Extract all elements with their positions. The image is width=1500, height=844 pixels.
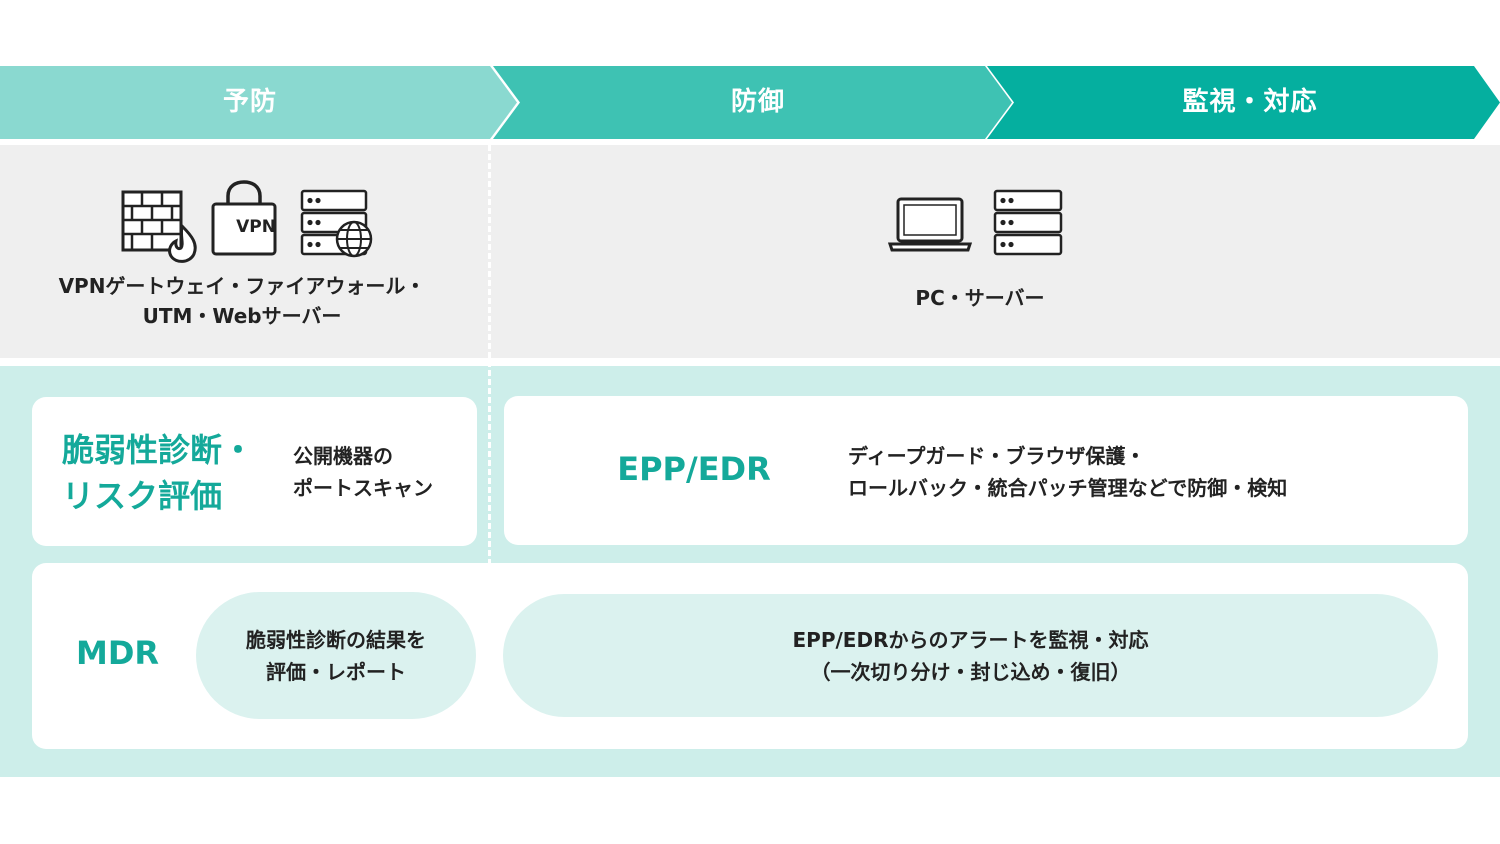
mdr-monitor-line1: EPP/EDRからのアラートを監視・対応 xyxy=(792,627,1149,652)
phase-label-prevention: 予防 xyxy=(222,87,277,117)
vpn-lock-label: VPN xyxy=(236,217,276,237)
vuln-title-line1: 脆弱性診断・ xyxy=(62,431,255,469)
web-server-icon xyxy=(300,189,376,259)
epp-desc-line1: ディープガード・ブラウザ保護・ xyxy=(848,444,1146,468)
mdr-title: MDR xyxy=(75,634,160,672)
mdr-report-line1: 脆弱性診断の結果を xyxy=(246,627,426,652)
epp-edr-title: EPP/EDR xyxy=(617,450,771,488)
phase-divider xyxy=(488,145,491,565)
phase-label-monitoring: 監視・対応 xyxy=(1182,87,1318,117)
mdr-report-pill: 脆弱性診断の結果を 評価・レポート xyxy=(196,592,476,719)
vuln-assessment-desc: 公開機器の ポートスキャン xyxy=(293,440,433,504)
mdr-monitor-line2: （一次切り分け・封じ込め・復旧） xyxy=(810,659,1131,684)
vuln-assessment-title: 脆弱性診断・ リスク評価 xyxy=(62,427,254,519)
perimeter-caption-line1: VPNゲートウェイ・ファイアウォール・ xyxy=(58,274,426,298)
phase-chevron-bar xyxy=(0,66,1500,139)
mdr-monitor-pill: EPP/EDRからのアラートを監視・対応 （一次切り分け・封じ込め・復旧） xyxy=(503,594,1438,717)
perimeter-caption: VPNゲートウェイ・ファイアウォール・ UTM・Webサーバー xyxy=(0,271,484,331)
laptop-icon xyxy=(888,196,972,254)
vuln-desc-line1: 公開機器の xyxy=(293,444,393,468)
vuln-assessment-card xyxy=(32,397,477,546)
epp-edr-desc: ディープガード・ブラウザ保護・ ロールバック・統合パッチ管理などで防御・検知 xyxy=(848,440,1287,504)
vuln-title-line2: リスク評価 xyxy=(62,477,223,515)
epp-desc-line2: ロールバック・統合パッチ管理などで防御・検知 xyxy=(848,476,1288,500)
firewall-icon xyxy=(120,188,200,266)
phase-chevron-monitoring xyxy=(987,66,1500,139)
vpn-lock-icon xyxy=(210,180,278,256)
mdr-report-line2: 評価・レポート xyxy=(266,659,406,684)
phase-chevron-prevention xyxy=(0,66,517,139)
phase-label-defense: 防御 xyxy=(730,87,785,117)
perimeter-caption-line2: UTM・Webサーバー xyxy=(142,304,342,328)
server-icon xyxy=(993,189,1063,259)
epp-edr-card xyxy=(504,396,1468,545)
endpoint-caption: PC・サーバー xyxy=(915,286,1045,310)
phase-chevron-defense xyxy=(493,66,1012,139)
vuln-desc-line2: ポートスキャン xyxy=(293,476,433,500)
